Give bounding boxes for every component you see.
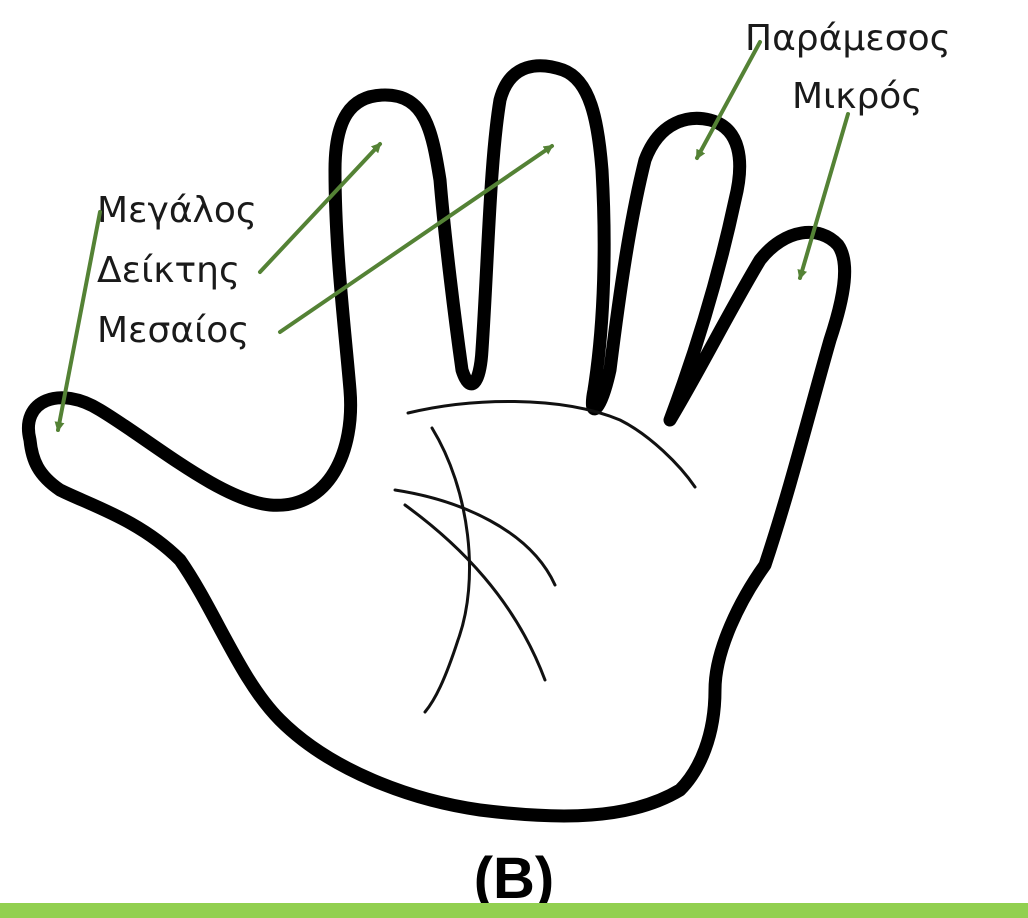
arrow-index <box>260 144 380 272</box>
arrow-middle <box>280 146 552 332</box>
label-middle: Μεσαίος <box>97 310 249 351</box>
label-thumb: Μεγάλος <box>97 190 257 231</box>
palm-lines <box>395 401 695 712</box>
bottom-bar <box>0 903 1028 918</box>
label-index: Δείκτης <box>97 250 240 291</box>
fate-line <box>405 505 545 680</box>
label-little: Μικρός <box>792 76 922 117</box>
head-line <box>395 490 555 585</box>
figure-caption: (B) <box>474 846 555 911</box>
label-ring: Παράμεσος <box>745 18 951 59</box>
life-line <box>425 428 470 712</box>
heart-line <box>408 401 695 487</box>
hand-outline <box>28 66 844 816</box>
